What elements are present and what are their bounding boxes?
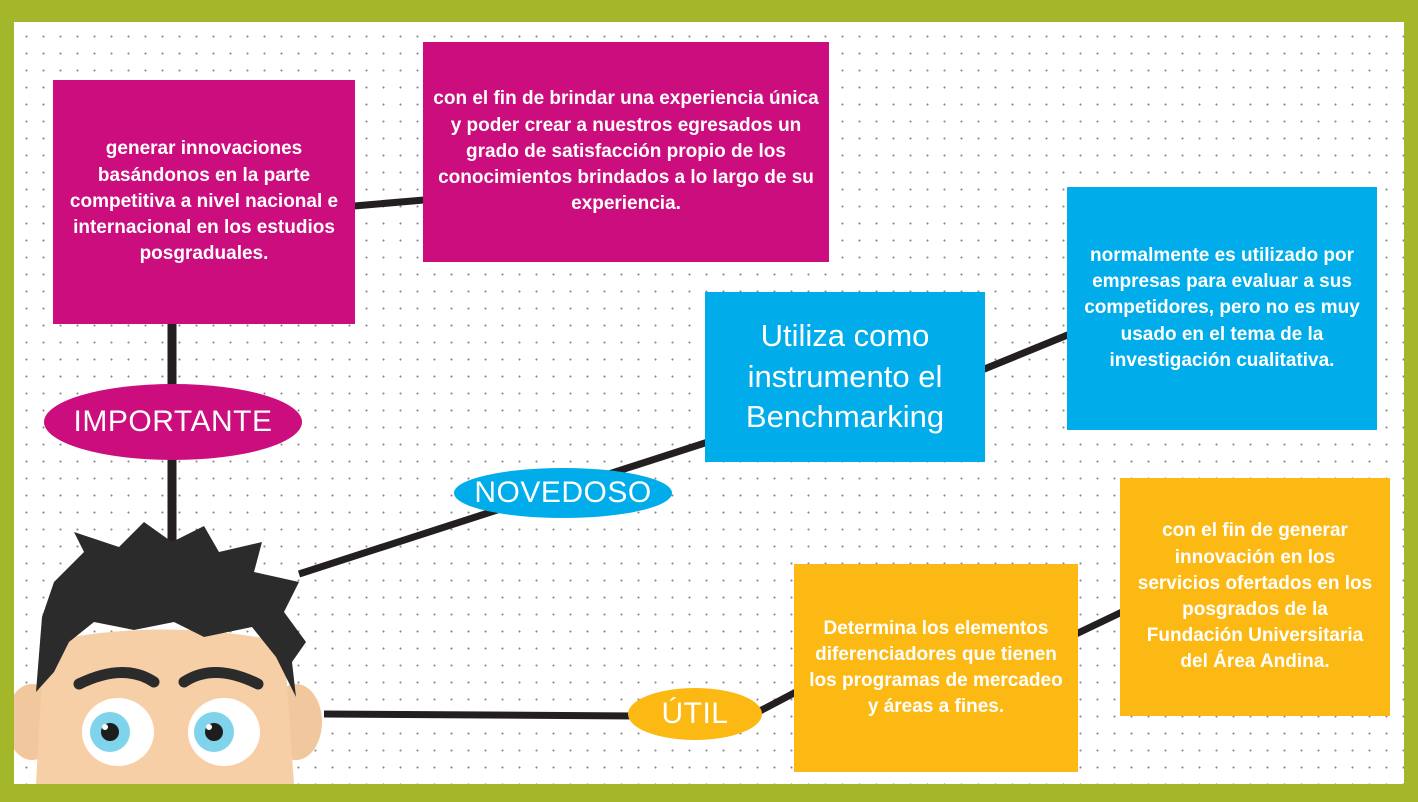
connector-util-far xyxy=(1074,608,1124,638)
importante-purpose-text: con el fin de brindar una experiencia ún… xyxy=(433,88,819,215)
novedoso-detail-text: normalmente es utilizado por empresas pa… xyxy=(1084,244,1360,371)
util-detail-box: Determina los elementos diferenciadores … xyxy=(794,564,1078,772)
novedoso-instrument-text: Utiliza como instrumento el Benchmarking xyxy=(745,317,945,435)
util-purpose-text: con el fin de generar innovación en los … xyxy=(1137,520,1373,673)
util-label: ÚTIL xyxy=(661,697,729,730)
mind-map-canvas: generar innovaciones basándonos en la pa… xyxy=(14,22,1404,784)
cartoon-face-icon xyxy=(14,522,322,784)
connector-util-right xyxy=(756,688,798,716)
novedoso-oval: NOVEDOSO xyxy=(454,468,672,518)
importante-purpose-box: con el fin de brindar una experiencia ún… xyxy=(423,42,829,262)
importante-oval: IMPORTANTE xyxy=(44,384,302,460)
importante-detail-text: generar innovaciones basándonos en la pa… xyxy=(69,138,339,265)
importante-detail-box: generar innovaciones basándonos en la pa… xyxy=(53,80,355,324)
connector-util xyxy=(323,710,637,720)
novedoso-label: NOVEDOSO xyxy=(474,476,652,509)
importante-label: IMPORTANTE xyxy=(73,405,273,438)
connector-novedoso-right xyxy=(980,330,1072,374)
novedoso-instrument-box: Utiliza como instrumento el Benchmarking xyxy=(705,292,985,462)
util-purpose-box: con el fin de generar innovación en los … xyxy=(1120,478,1390,716)
connector-importante-right xyxy=(353,196,425,210)
novedoso-detail-box: normalmente es utilizado por empresas pa… xyxy=(1067,187,1377,430)
util-detail-text: Determina los elementos diferenciadores … xyxy=(809,617,1063,718)
util-oval: ÚTIL xyxy=(628,688,762,740)
